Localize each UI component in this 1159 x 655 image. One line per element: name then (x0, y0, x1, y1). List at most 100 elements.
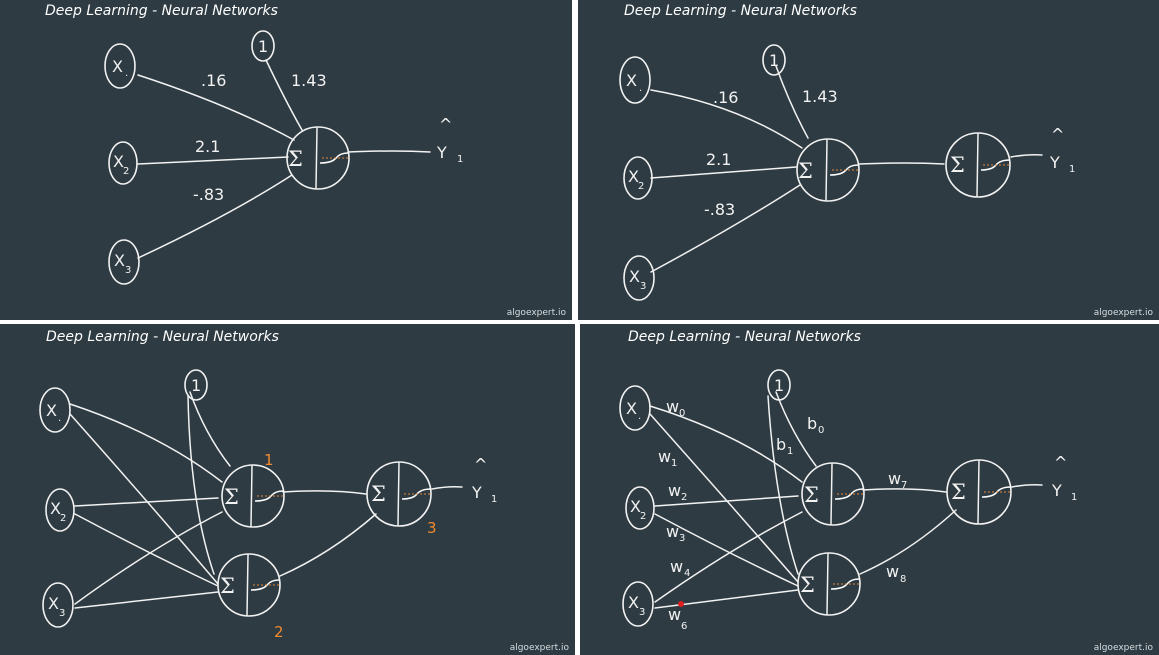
output-neuron (366, 461, 432, 527)
input-label-x2: X (50, 499, 61, 518)
input-node-x2 (45, 488, 75, 532)
diagram-stroke (250, 465, 253, 527)
output-y: Y (1051, 481, 1062, 500)
neuron (286, 126, 350, 190)
weight-x2: 2.1 (195, 137, 220, 156)
hidden-neuron-1 (801, 462, 865, 526)
watermark: algoexpert.io (1093, 308, 1153, 318)
panel-single-neuron: Deep Learning - Neural Networks X . X 2 … (0, 0, 572, 320)
input-node-x3 (108, 239, 140, 285)
edge-n-out (347, 150, 431, 153)
diagram-label: 1 (787, 446, 793, 457)
panel-weights-labeled: Deep Learning - Neural Networks X . X 2 … (580, 324, 1159, 655)
input-node-x2 (623, 156, 653, 200)
input-label-x3: X (48, 594, 59, 613)
input-sub-x3: 3 (639, 607, 645, 618)
input-label-x3: X (628, 593, 639, 612)
input-sub-x2: 2 (123, 166, 129, 177)
output-y: Y (471, 483, 482, 502)
diagram-stroke (189, 391, 231, 467)
weight-w0: w (666, 397, 679, 416)
diagram-two-neurons: X . X 2 X 3 1 Σ Σ ^ Y 1 .16 2.1 -.83 1.4… (619, 44, 1075, 301)
diagram-stroke (74, 511, 223, 605)
sum-symbol: Σ (798, 159, 813, 183)
diagram-stroke (859, 509, 957, 575)
input-sub-x1: . (58, 413, 61, 424)
diagram-hidden-layer: X . X 2 X 3 1 Σ Σ Σ ^ Y 1 1 2 3 (39, 369, 497, 641)
bias-label: 1 (774, 376, 784, 395)
output-y: Y (436, 143, 447, 162)
input-node-x3 (622, 581, 654, 627)
diagram-stroke (830, 463, 833, 525)
weight-x2: 2.1 (706, 150, 731, 169)
input-label-x3: X (629, 267, 640, 286)
input-sub-x1: . (638, 411, 641, 422)
input-sub-x3: 3 (125, 265, 131, 276)
output-neuron (946, 459, 1012, 525)
neuron-hidden (796, 138, 860, 202)
panel-title: Deep Learning - Neural Networks (45, 3, 278, 19)
diagram-stroke (826, 553, 829, 615)
bias-label: 1 (258, 37, 268, 56)
edge-x2-n1 (650, 166, 797, 179)
output-y-sub: 1 (491, 494, 497, 505)
marker-dot (678, 601, 684, 607)
input-node-x3 (623, 255, 655, 301)
input-node-x2 (625, 486, 655, 530)
edge-x2-n (137, 156, 289, 165)
bias-node (251, 30, 275, 62)
diagram-label: Σ (371, 482, 386, 506)
hidden-neuron-2 (217, 553, 281, 617)
edge-x3-n (137, 174, 293, 259)
diagram-stroke (74, 591, 219, 609)
hidden-neuron-2 (797, 552, 861, 616)
bias-weight-b1: b (776, 435, 786, 454)
edge-n1-n2 (858, 162, 945, 165)
diagram-stroke (654, 513, 799, 587)
diagram-stroke (825, 139, 828, 201)
diagram-label: Σ (224, 485, 239, 509)
output-y: Y (1049, 153, 1060, 172)
weight-bias: 1.43 (291, 71, 327, 90)
diagram-stroke (649, 405, 803, 483)
input-sub-x1: . (125, 68, 128, 79)
weight-x1: .16 (713, 88, 738, 107)
edge-bias-n (265, 59, 303, 131)
edge-x1-n (137, 74, 295, 141)
output-y-sub: 1 (1069, 164, 1075, 175)
weight-w8: w (886, 562, 899, 581)
bias-node (767, 369, 791, 401)
diagram-label: 4 (684, 568, 690, 579)
input-label-x2: X (113, 152, 124, 171)
bias-node (762, 44, 786, 76)
input-label-x1: X (112, 57, 123, 76)
input-sub-x3: 3 (59, 608, 65, 619)
panel-title: Deep Learning - Neural Networks (624, 3, 857, 19)
watermark: algoexpert.io (509, 643, 569, 653)
edge-x1-n1 (650, 89, 803, 149)
diagram-stroke (282, 490, 367, 495)
weight-w7: w (888, 469, 901, 488)
panel-hidden-layer: Deep Learning - Neural Networks X . X 2 … (0, 324, 575, 655)
diagram-stroke (976, 133, 979, 197)
diagram-single-neuron: X . X 2 X 3 1 Σ ^ Y 1 .16 2.1 -.83 1.43 (104, 30, 463, 285)
output-y-sub: 1 (457, 154, 463, 165)
panel-two-neurons: Deep Learning - Neural Networks X . X 2 … (578, 0, 1159, 320)
panel-title: Deep Learning - Neural Networks (628, 329, 861, 345)
diagram-label: 1 (671, 458, 677, 469)
diagram-stroke (654, 511, 803, 603)
diagram-stroke (654, 495, 799, 507)
diagram-label: 0 (679, 408, 685, 419)
watermark: algoexpert.io (506, 308, 566, 318)
diagram-stroke (74, 513, 219, 587)
diagram-stroke (246, 554, 249, 616)
input-label-x1: X (46, 401, 57, 420)
diagram-label: 3 (679, 533, 685, 544)
diagram-stroke (767, 395, 799, 575)
weight-x1: .16 (201, 71, 226, 90)
input-label-x1: X (626, 71, 637, 90)
weight-w2: w (668, 481, 681, 500)
diagram-stroke (315, 127, 318, 189)
sum-symbol: Σ (950, 153, 965, 177)
input-node-x2 (108, 141, 138, 185)
